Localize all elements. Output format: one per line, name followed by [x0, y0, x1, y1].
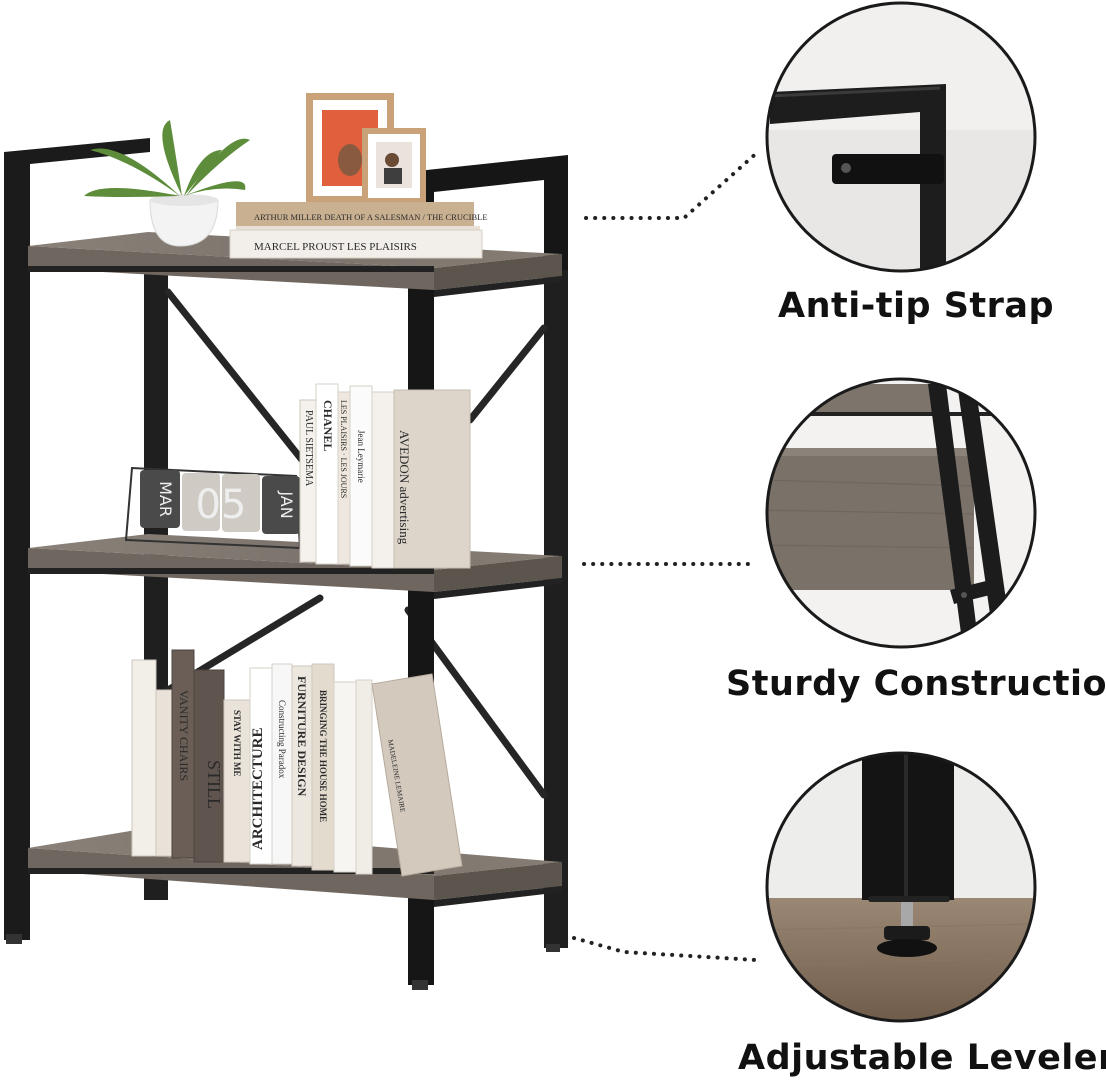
- book-spine-mid-3: LES PLAISIRS · LES JOURS: [339, 400, 348, 498]
- detail-circle-levelers: [765, 751, 1037, 1023]
- book-spine-bot-2: STILL: [204, 760, 224, 809]
- book-spine-bot-3: FURNITURE DESIGN: [295, 676, 309, 797]
- book-spine-bot-6: Constructing Paradox: [277, 700, 287, 779]
- book-spine-mid-5: AVEDON advertising: [397, 430, 412, 545]
- book-spine-mid-4: Jean Leymarie: [356, 430, 366, 483]
- middle-books: PAUL SIETSEMA CHANEL LES PLAISIRS · LES …: [299, 383, 471, 569]
- calendar-month-1: MAR: [156, 481, 175, 517]
- detail-circle-anti-tip: [765, 1, 1037, 273]
- middle-shelf: [28, 534, 562, 599]
- calendar-day: 05: [196, 482, 247, 528]
- book-spine-bot-7: VANITY CHAIRS: [177, 690, 191, 781]
- plant: [84, 120, 250, 247]
- book-spine-mid-1: PAUL SIETSEMA: [303, 410, 314, 487]
- book-spine-top-2: MARCEL PROUST LES PLAISIRS: [254, 241, 417, 253]
- book-spine-bot-5: STAY WITH ME: [232, 710, 242, 777]
- calendar-month-2: JAN: [277, 490, 296, 518]
- top-books: ARTHUR MILLER DEATH OF A SALESMAN / THE …: [229, 202, 488, 259]
- bookshelf: ARTHUR MILLER DEATH OF A SALESMAN / THE …: [4, 93, 568, 990]
- book-spine-mid-2: CHANEL: [321, 400, 335, 451]
- back-right-leg: [544, 270, 568, 948]
- sturdy-construction-label: Sturdy Construction: [726, 664, 1106, 704]
- flip-calendar: MAR 05 JAN: [124, 466, 302, 550]
- anti-tip-strap-label: Anti-tip Strap: [778, 286, 1055, 326]
- detail-circle-construction: [765, 377, 1037, 649]
- picture-frames: [306, 93, 426, 204]
- bottom-books: ARCHITECTURE STILL FURNITURE DESIGN BRIN…: [131, 649, 463, 877]
- adjustable-levelers-label: Adjustable Levelers: [738, 1038, 1106, 1078]
- front-left-leg: [4, 138, 150, 940]
- book-spine-bot-1: ARCHITECTURE: [250, 727, 266, 850]
- book-spine-bot-4: BRINGING THE HOUSE HOME: [318, 690, 328, 822]
- callout-leaders: [572, 148, 762, 962]
- book-spine-top-1: ARTHUR MILLER DEATH OF A SALESMAN / THE …: [254, 212, 488, 222]
